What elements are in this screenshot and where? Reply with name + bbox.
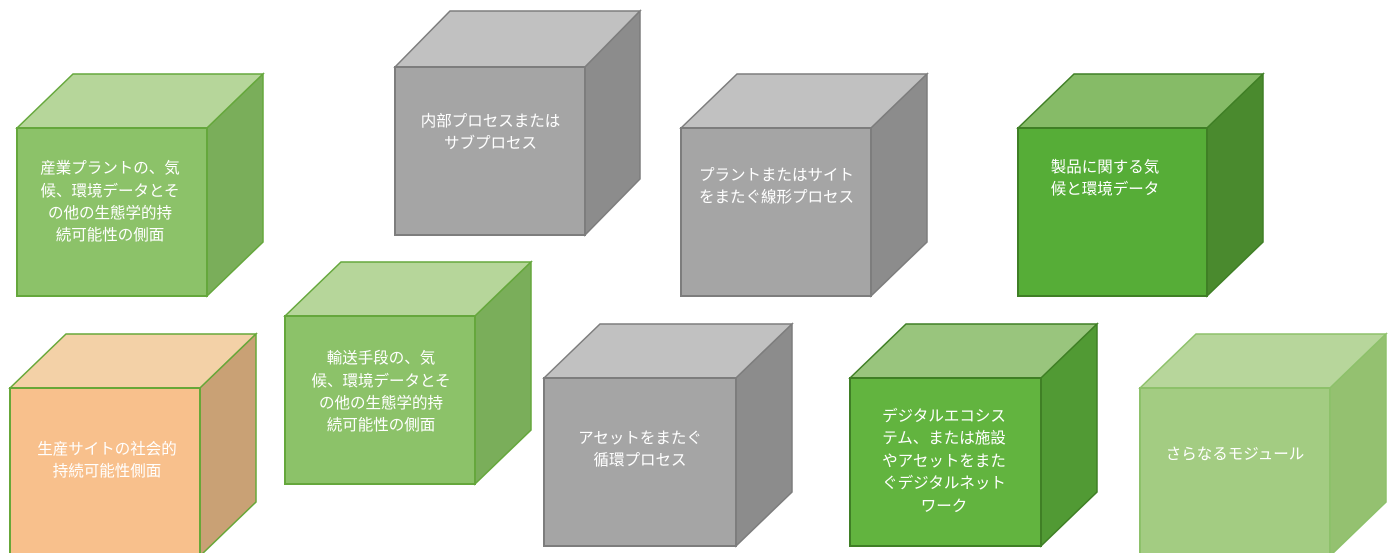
cube-front-face: [680, 127, 872, 297]
cube-label-internal-process: 内部プロセスまたは サブプロセス: [420, 111, 561, 152]
cube-label-transport-sustainability: 輸送手段の、気 候、環境データとそ の他の生態学的持 続可能性の側面: [311, 349, 451, 435]
cube-digital-ecosystem: [848, 322, 1099, 548]
cube-front-face: [9, 387, 201, 553]
cube-front-face: [16, 127, 208, 297]
cube-label-industrial-plant-sustainability: 産業プラントの、気 候、環境データとそ の他の生態学的持 続可能性の側面: [40, 159, 180, 245]
cube-label-further-modules: さらなるモジュール: [1165, 444, 1305, 463]
cube-label-linear-process: プラントまたはサイト をまたぐ線形プロセス: [698, 165, 854, 206]
cube-label-production-site-social: 生産サイトの社会的 持続可能性側面: [37, 439, 177, 480]
cube-further-modules: [1138, 332, 1388, 553]
cube-front-face: [543, 377, 737, 547]
cube-transport-sustainability: [283, 260, 533, 486]
cube-front-face: [394, 66, 586, 236]
cube-label-product-climate-data: 製品に関する気 候と環境データ: [1050, 157, 1160, 198]
cube-front-face: [849, 377, 1042, 547]
cube-label-digital-ecosystem: デジタルエコシス テム、または施設 やアセットをまた ぐデジタルネット ワーク: [882, 406, 1006, 515]
cube-industrial-plant-sustainability: [15, 72, 265, 298]
cube-label-circular-process: アセットをまたぐ 循環プロセス: [578, 428, 702, 469]
cube-product-climate-data: [1016, 72, 1265, 298]
cube-internal-process: [393, 9, 642, 237]
cube-circular-process: [542, 322, 794, 548]
cube-production-site-social: [8, 332, 258, 553]
cube-front-face: [1139, 387, 1331, 553]
cube-front-face: [1017, 127, 1208, 297]
cube-linear-process: [679, 72, 929, 298]
cube-front-face: [284, 315, 476, 485]
